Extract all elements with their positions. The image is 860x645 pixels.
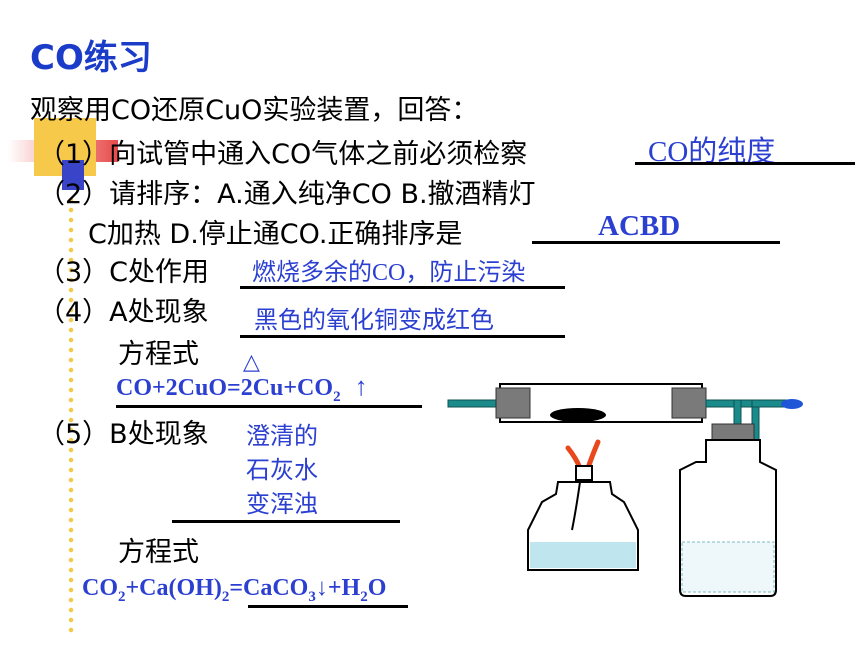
bottle-stopper (711, 423, 755, 441)
q5-answer-line2: 石灰水 (246, 458, 318, 484)
exhaust-pipe (751, 399, 787, 408)
q5-answer-line3: 变浑浊 (246, 492, 318, 518)
limewater (681, 541, 775, 593)
q1-answer-line (635, 162, 855, 165)
q5-text: （5）B处现象 (38, 419, 209, 450)
q2-answer-line (532, 241, 780, 244)
page-title: CO练习 (30, 38, 152, 78)
q4-equation-line (116, 405, 422, 408)
q5-answer-line1: 澄清的 (246, 424, 318, 450)
q4-text: （4）A处现象 (38, 297, 209, 328)
q4-answer-line (240, 335, 565, 338)
cuo-sample (550, 408, 606, 422)
q5-equation: CO2+Ca(OH)2=CaCO3↓+H2O (82, 575, 387, 605)
intro-text: 观察用CO还原CuO实验装置，回答： (30, 95, 479, 126)
apparatus-illustration (447, 383, 803, 597)
q2-answer: ACBD (598, 210, 681, 242)
q1-text: （1）向试管中通入CO气体之前必须检察 (38, 139, 528, 170)
q3-answer-line (240, 286, 565, 289)
q5-equation-line (248, 605, 408, 608)
q3-answer: 燃烧多余的CO，防止污染 (252, 260, 526, 286)
q2-line1: （2）请排序：A.通入纯净CO B.撤酒精灯 (38, 179, 536, 210)
q2-line2: C加热 D.停止通CO.正确排序是 (88, 219, 463, 250)
q4-answer: 黑色的氧化铜变成红色 (254, 308, 494, 334)
heat-symbol: △ (243, 350, 260, 375)
lamp-wick (575, 465, 593, 481)
lamp-alcohol (530, 542, 636, 568)
q5-equation-label: 方程式 (118, 537, 199, 568)
q4-equation: CO+2CuO=2Cu+CO2 ↑ (116, 372, 368, 405)
q3-text: （3）C处作用 (38, 257, 210, 288)
q4-equation-label: 方程式 (118, 339, 199, 370)
lamp-wick-strand (571, 481, 581, 531)
lamp-flame-right (585, 439, 601, 471)
decor-blue-square (62, 160, 84, 190)
right-stopper (671, 387, 707, 419)
exhaust-flame (781, 399, 803, 409)
left-stopper (495, 387, 531, 419)
q5-answer-line (172, 520, 400, 523)
decor-dotted-line (66, 195, 76, 635)
